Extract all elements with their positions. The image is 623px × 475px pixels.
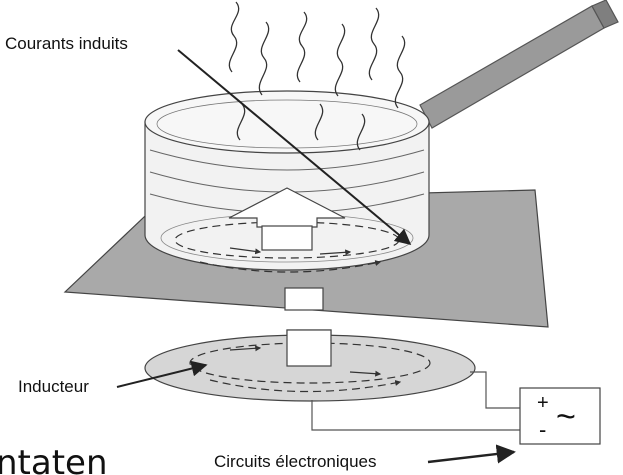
label-courants-induits: Courants induits: [5, 34, 128, 53]
field-column-inductor: [287, 330, 331, 366]
electronics-box: + - ~: [520, 388, 600, 444]
plus-sign: +: [537, 392, 549, 414]
pan-handle: [420, 0, 618, 128]
label-circuits-electroniques: Circuits électroniques: [214, 452, 377, 471]
circuits-electroniques-pointer: [428, 452, 514, 462]
field-column-middle: [285, 288, 323, 310]
magnetic-field-arrow-stem: [262, 226, 312, 250]
minus-sign: -: [539, 417, 546, 442]
ac-symbol: ~: [556, 398, 576, 436]
label-inducteur: Inducteur: [18, 377, 89, 396]
cropped-text-bottom-left: ntaten: [0, 443, 108, 475]
